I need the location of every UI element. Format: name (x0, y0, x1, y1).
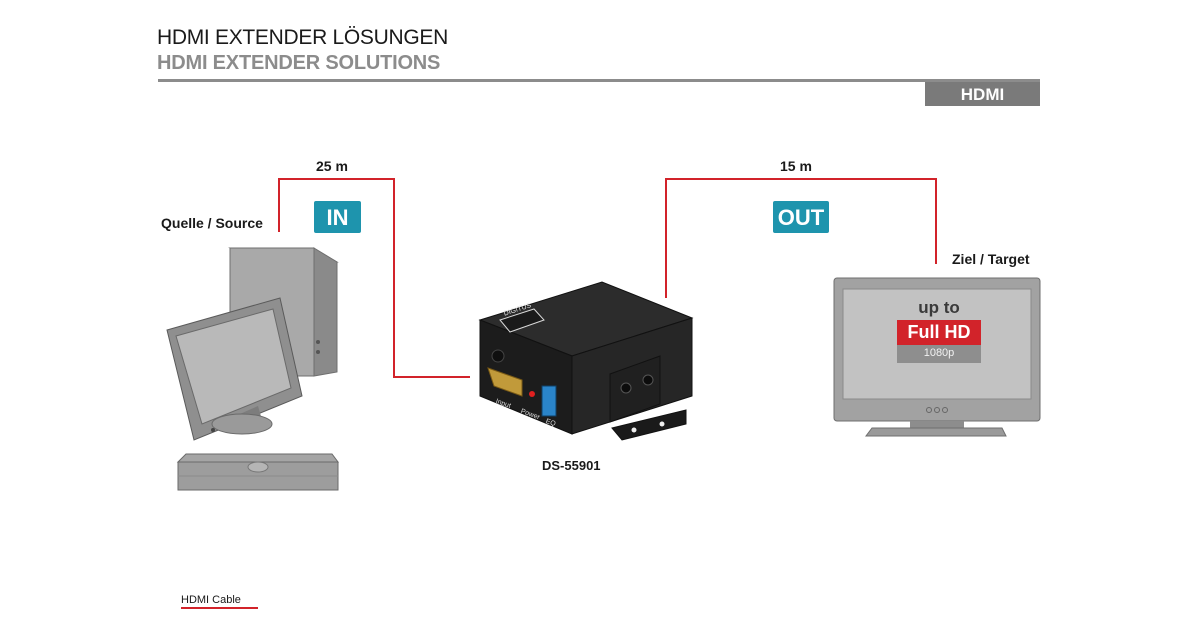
header-divider (158, 79, 1040, 82)
legend-hdmi-cable-label: HDMI Cable (181, 594, 241, 606)
tv-full-hd-label: Full HD (907, 322, 971, 342)
tv-resolution-label: 1080p (923, 347, 955, 359)
set-top-box-icon (176, 453, 339, 491)
out-distance-label: 15 m (780, 158, 812, 174)
page-subtitle: HDMI EXTENDER SOLUTIONS (157, 52, 441, 74)
extender-device-icon (478, 281, 694, 441)
legend-hdmi-cable-swatch (181, 607, 258, 609)
category-tag: HDMI (925, 82, 1040, 106)
out-cable (665, 178, 937, 298)
tv-up-to-label: up to (918, 298, 960, 317)
device-model-label: DS-55901 (542, 458, 601, 473)
in-badge: IN (314, 201, 361, 233)
source-label: Quelle / Source (161, 215, 263, 231)
television-icon (833, 277, 1041, 437)
in-distance-label: 25 m (316, 158, 348, 174)
page-title: HDMI EXTENDER LÖSUNGEN (157, 26, 448, 49)
monitor-icon (166, 297, 303, 441)
in-cable (278, 178, 470, 378)
target-label: Ziel / Target (952, 251, 1030, 267)
out-badge: OUT (773, 201, 829, 233)
